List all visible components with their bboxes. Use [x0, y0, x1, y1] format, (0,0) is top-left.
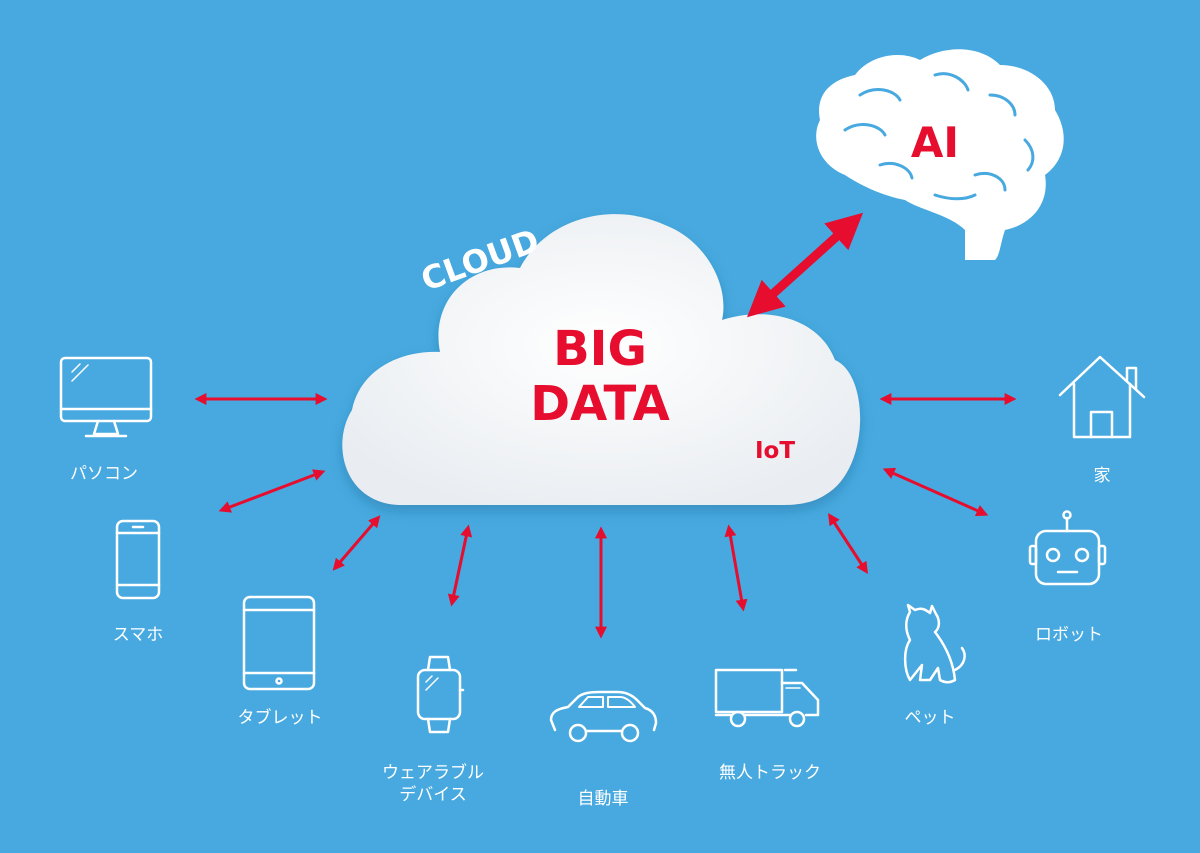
arrow-smartphone — [218, 469, 326, 513]
house-icon — [1058, 355, 1146, 439]
big-data-line1: BIG — [553, 321, 647, 377]
label-car: 自動車 — [577, 789, 629, 809]
label-home: 家 — [1093, 466, 1111, 486]
arrow-tablet — [332, 515, 381, 571]
ai-arrow — [746, 212, 864, 318]
car-icon — [549, 690, 658, 743]
arrow-wearable — [447, 524, 473, 607]
robot-icon — [1028, 510, 1107, 586]
label-smartphone: スマホ — [112, 625, 164, 645]
label-truck: 無人トラック — [719, 763, 821, 783]
arrow-robot — [882, 467, 989, 517]
label-pet: ペット — [904, 708, 956, 728]
smartwatch-icon — [416, 655, 465, 734]
label-tablet: タブレット — [237, 708, 323, 728]
big-data-line2: DATA — [530, 376, 670, 432]
arrow-pet — [828, 512, 868, 575]
brain-icon — [816, 49, 1064, 261]
smartphone-icon — [115, 519, 161, 600]
label-pc: パソコン — [70, 464, 138, 484]
truck-icon — [714, 668, 820, 728]
label-wearable-line2: デバイス — [399, 785, 467, 805]
ai-label: AI — [910, 118, 960, 167]
iot-label: IoT — [754, 438, 796, 464]
monitor-icon — [59, 356, 153, 438]
cloud-shape — [342, 214, 861, 505]
arrow-truck — [724, 524, 748, 612]
cat-icon — [903, 603, 966, 684]
label-robot: ロボット — [1035, 625, 1103, 645]
tablet-icon — [242, 595, 316, 691]
label-wearable-line1: ウェアラブル — [382, 763, 484, 783]
